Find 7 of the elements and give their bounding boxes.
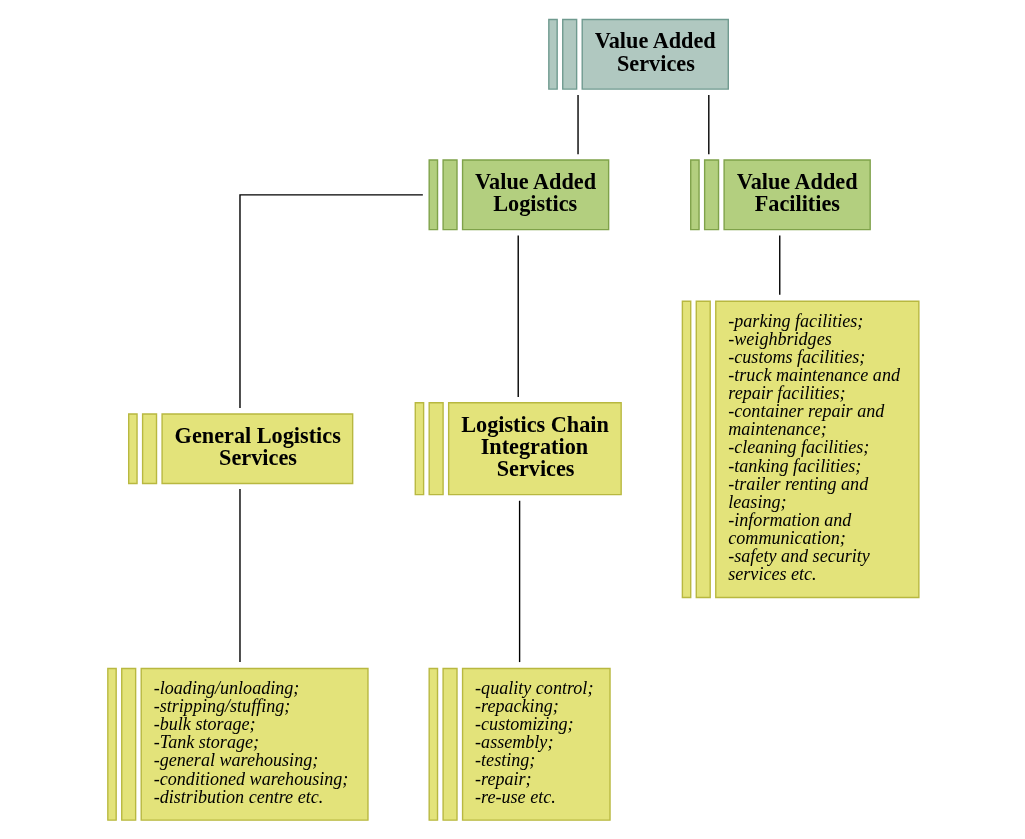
connector [518,500,520,663]
connector [778,234,780,296]
connector [576,94,579,155]
connector [517,234,519,398]
connector [238,194,424,409]
connector [238,488,241,663]
connector [707,94,709,155]
